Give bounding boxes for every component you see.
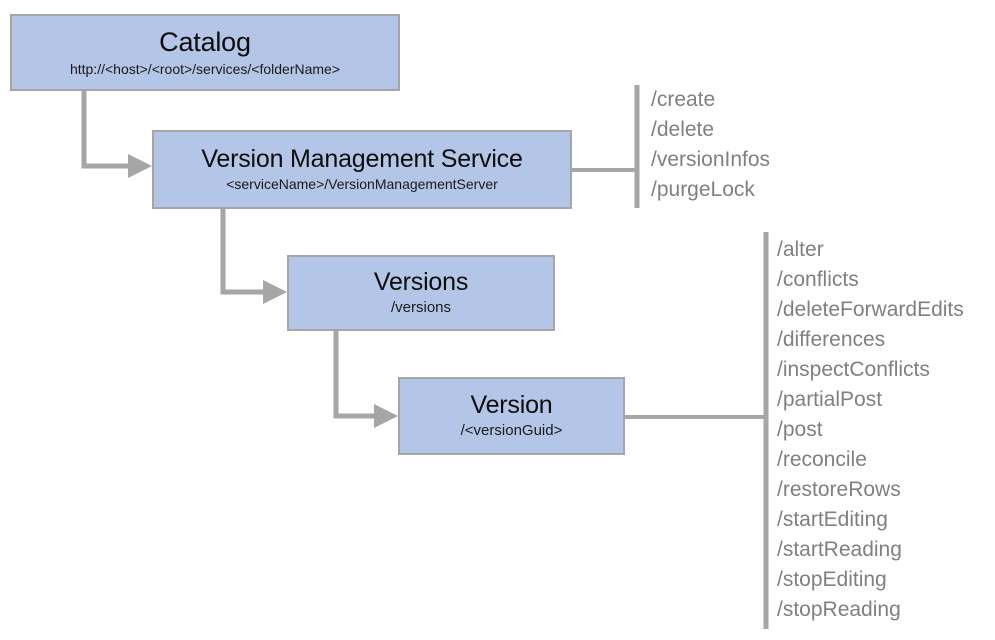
operation-item[interactable]: /restoreRows [777, 478, 901, 501]
operation-item[interactable]: /differences [777, 328, 886, 351]
node-version-management-service-subtitle: <serviceName>/VersionManagementServer [226, 176, 498, 193]
node-versions-subtitle: /versions [390, 299, 452, 317]
operation-item[interactable]: /conflicts [777, 268, 859, 291]
operation-item[interactable]: /create [651, 88, 716, 111]
connector-versions-to-version [333, 331, 398, 428]
node-catalog-title: Catalog [159, 27, 251, 58]
operation-item[interactable]: /delete [651, 118, 715, 141]
operation-item[interactable]: /versionInfos [651, 148, 771, 171]
bracket-version-operations [625, 232, 769, 629]
operation-item[interactable]: /partialPost [777, 388, 883, 411]
node-version-subtitle: /<versionGuid> [460, 422, 563, 440]
operation-item[interactable]: /startReading [777, 538, 902, 561]
node-catalog-subtitle: http://<host>/<root>/services/<folderNam… [69, 60, 341, 77]
connector-service-to-versions [220, 209, 287, 304]
operation-item[interactable]: /startEditing [777, 508, 888, 531]
node-versions-title: Versions [373, 268, 469, 297]
operation-item[interactable]: /inspectConflicts [777, 358, 930, 381]
node-version[interactable]: Version /<versionGuid> [398, 377, 625, 455]
operation-item[interactable]: /post [777, 418, 823, 441]
operation-item[interactable]: /deleteForwardEdits [777, 298, 964, 321]
bracket-service-operations [572, 85, 640, 208]
node-version-title: Version [470, 391, 553, 420]
node-versions[interactable]: Versions /versions [287, 255, 555, 331]
operation-item[interactable]: /stopReading [777, 598, 901, 621]
operation-list-version: /alter /conflicts /deleteForwardEdits /d… [777, 235, 964, 625]
node-catalog[interactable]: Catalog http://<host>/<root>/services/<f… [10, 14, 400, 91]
operation-list-service: /create /delete /versionInfos /purgeLock [651, 85, 770, 205]
connector-catalog-to-service [81, 91, 152, 178]
operation-item[interactable]: /reconcile [777, 448, 867, 471]
operation-item[interactable]: /alter [777, 238, 824, 261]
operation-item[interactable]: /stopEditing [777, 568, 887, 591]
node-version-management-service[interactable]: Version Management Service <serviceName>… [152, 130, 572, 209]
node-version-management-service-title: Version Management Service [201, 145, 523, 174]
operation-item[interactable]: /purgeLock [651, 178, 755, 201]
